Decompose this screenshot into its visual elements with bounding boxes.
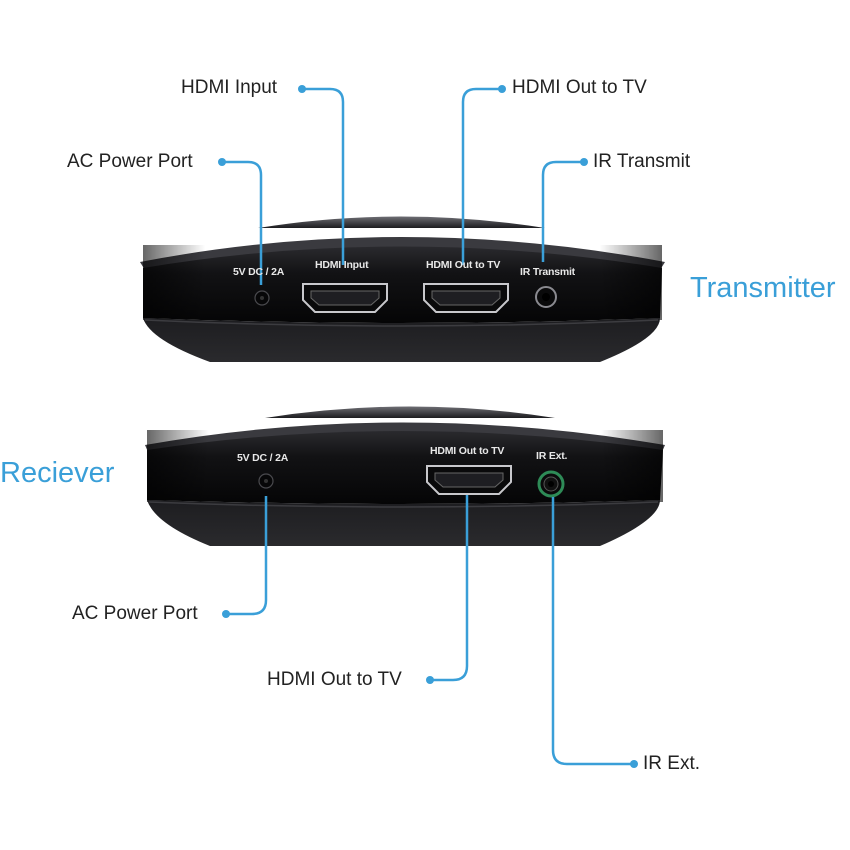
rx-device-label-ir: IR Ext.	[536, 450, 568, 462]
callout-lines	[222, 87, 634, 766]
leader-tx-hdmi-out	[461, 87, 502, 265]
receiver-top-edge	[145, 422, 665, 452]
rx-device-label-hdmi-out: HDMI Out to TV	[430, 445, 505, 457]
transmitter-hdmi-out-port	[423, 283, 509, 313]
receiver-shade	[147, 430, 663, 502]
receiver-ir-jack-hole	[548, 481, 554, 487]
leader-tx-ir	[541, 160, 584, 262]
leader-tx-ac-power	[222, 160, 263, 285]
dot-tx-ir	[580, 158, 588, 166]
tx-device-label-hdmi-out: HDMI Out to TV	[426, 259, 501, 271]
callout-tx-ac-power: AC Power Port	[67, 151, 193, 172]
receiver-hdmi-out-port	[426, 465, 512, 495]
receiver-base	[147, 500, 660, 546]
leader-rx-hdmi-out	[430, 495, 469, 682]
callout-rx-hdmi-out: HDMI Out to TV	[267, 669, 402, 690]
leader-rx-ac-power	[226, 496, 268, 616]
dot-tx-ac-power	[218, 158, 226, 166]
receiver-power-jack-pin	[264, 479, 268, 483]
dot-rx-ir	[630, 760, 638, 768]
transmitter-top-dome	[258, 216, 545, 228]
transmitter-device	[140, 216, 665, 362]
transmitter-shade	[143, 245, 662, 320]
leader-rx-ir	[551, 497, 634, 766]
rx-device-label-power: 5V DC / 2A	[237, 452, 289, 464]
transmitter-hdmi-input-port	[302, 283, 388, 313]
dot-rx-ac-power	[222, 610, 230, 618]
receiver-base-line	[148, 501, 659, 508]
callout-tx-hdmi-input: HDMI Input	[181, 77, 278, 98]
receiver-title: Reciever	[0, 457, 115, 489]
leader-tx-hdmi-input	[302, 87, 345, 265]
callout-rx-ac-power: AC Power Port	[72, 603, 198, 624]
tx-device-label-hdmi-input: HDMI Input	[315, 259, 369, 271]
dot-tx-hdmi-out	[498, 85, 506, 93]
tx-device-label-ir: IR Transmit	[520, 266, 575, 278]
callout-dots	[218, 85, 638, 768]
callout-tx-ir-transmit: IR Transmit	[593, 151, 691, 172]
callout-tx-hdmi-out: HDMI Out to TV	[512, 77, 647, 98]
transmitter-base-line	[144, 319, 659, 327]
receiver-top-dome	[265, 406, 555, 418]
tx-device-label-power: 5V DC / 2A	[233, 266, 285, 278]
dot-rx-hdmi-out	[426, 676, 434, 684]
callout-rx-ir-ext: IR Ext.	[643, 753, 701, 774]
dot-tx-hdmi-input	[298, 85, 306, 93]
transmitter-title: Transmitter	[690, 272, 836, 304]
receiver-device	[145, 406, 665, 546]
transmitter-power-jack-pin	[260, 296, 264, 300]
transmitter-ir-jack-hole	[542, 293, 550, 301]
transmitter-base	[143, 318, 660, 362]
